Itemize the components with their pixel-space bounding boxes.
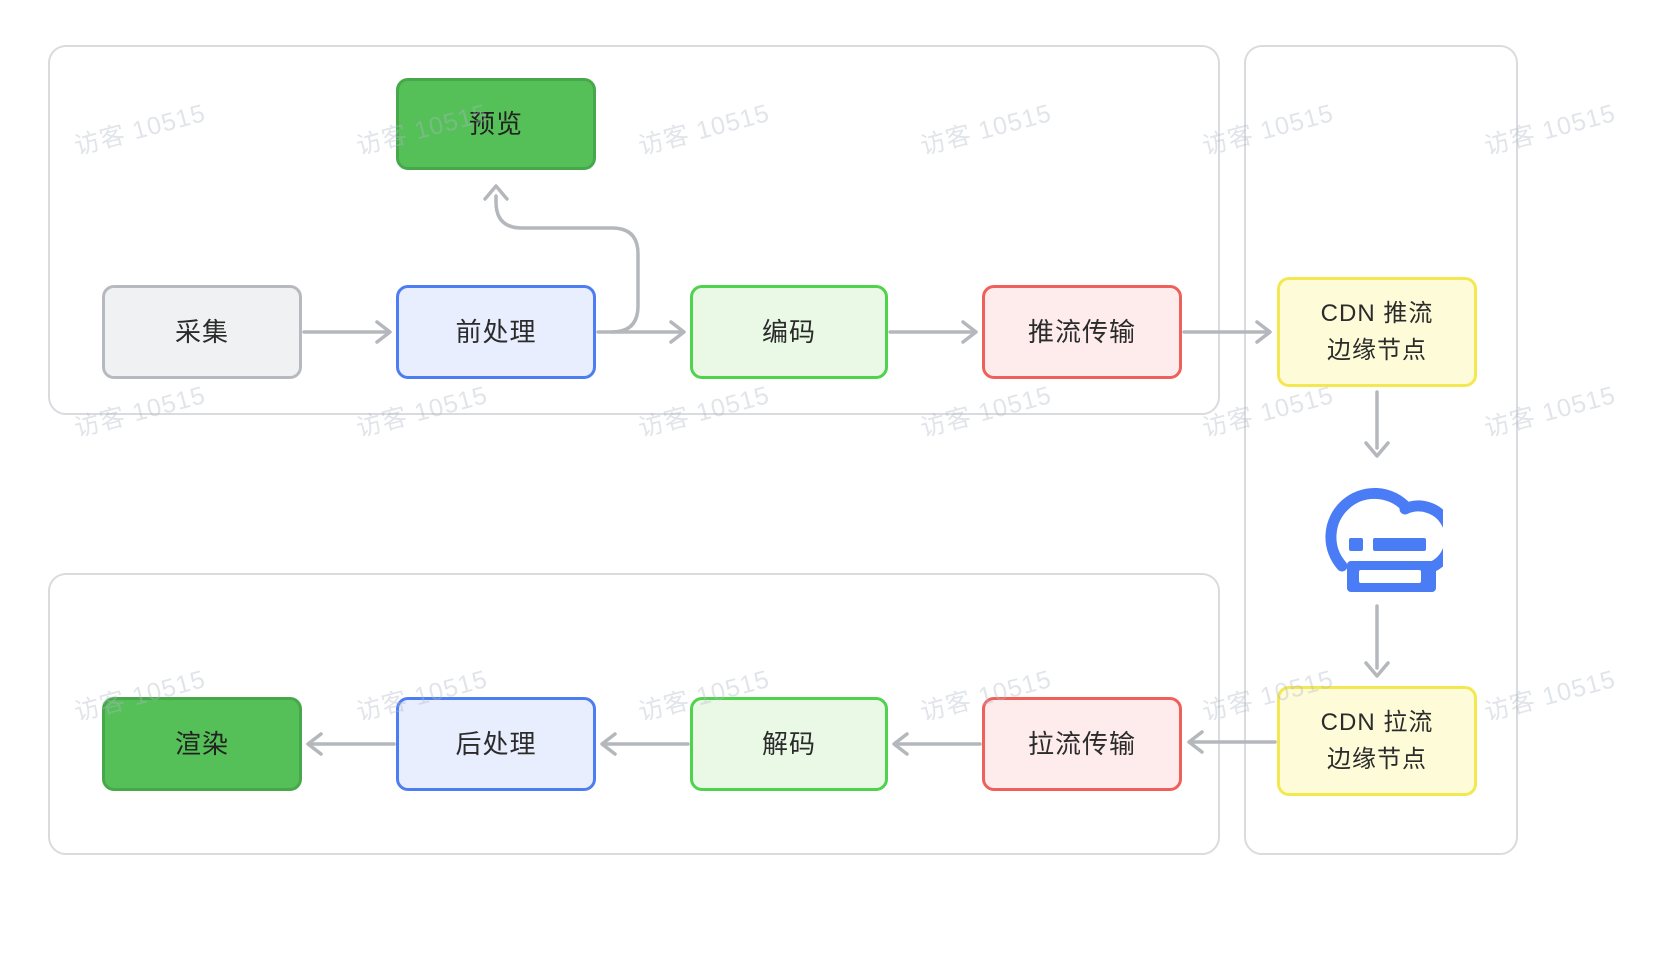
node-decode-label: 解码 [761, 729, 816, 759]
node-encode-label: 编码 [761, 317, 816, 347]
node-cdn-pull-edge-label-line1: CDN 拉流 [1320, 709, 1434, 736]
node-encode[interactable]: 编码 [690, 285, 888, 379]
node-cdn-pull-edge-label-line2: 边缘节点 [1327, 746, 1427, 773]
node-postprocess-label: 后处理 [455, 729, 537, 759]
node-cdn-push-edge[interactable]: CDN 推流 边缘节点 [1277, 277, 1477, 387]
node-preprocess[interactable]: 前处理 [396, 285, 596, 379]
node-postprocess[interactable]: 后处理 [396, 697, 596, 791]
node-render[interactable]: 渲染 [102, 697, 302, 791]
cdn-cloud-server-icon[interactable] [1311, 478, 1443, 596]
node-cdn-pull-edge[interactable]: CDN 拉流 边缘节点 [1277, 686, 1477, 796]
node-render-label: 渲染 [174, 729, 229, 759]
node-pull-transport[interactable]: 拉流传输 [982, 697, 1182, 791]
node-preview-label: 预览 [468, 109, 523, 139]
node-capture[interactable]: 采集 [102, 285, 302, 379]
node-preprocess-label: 前处理 [455, 317, 537, 347]
node-push-transport-label: 推流传输 [1027, 317, 1136, 347]
node-cdn-push-edge-label-line1: CDN 推流 [1320, 300, 1434, 327]
node-capture-label: 采集 [174, 317, 229, 347]
node-cdn-push-edge-label-line2: 边缘节点 [1327, 337, 1427, 364]
node-decode[interactable]: 解码 [690, 697, 888, 791]
node-push-transport[interactable]: 推流传输 [982, 285, 1182, 379]
node-pull-transport-label: 拉流传输 [1027, 729, 1136, 759]
node-preview[interactable]: 预览 [396, 78, 596, 170]
